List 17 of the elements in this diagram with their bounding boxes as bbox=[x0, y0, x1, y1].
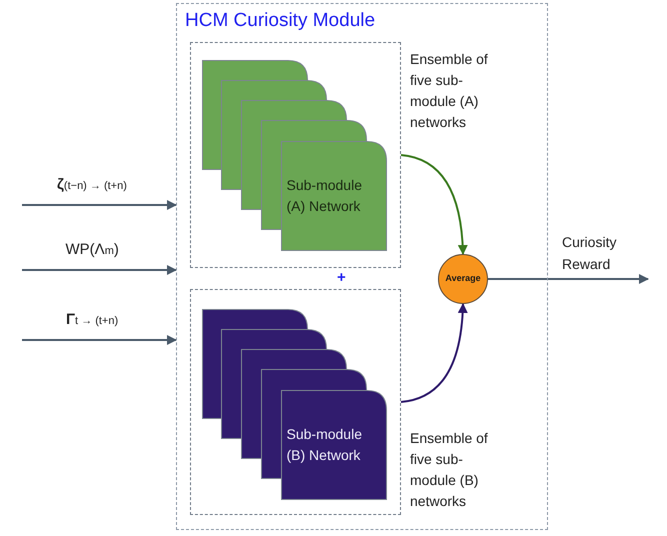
arrow bbox=[488, 274, 649, 284]
node-label: Average bbox=[444, 273, 482, 283]
module-frame bbox=[176, 3, 548, 530]
arrow bbox=[22, 335, 177, 345]
arrow bbox=[400, 154, 468, 255]
ensemble-caption: Ensemble of five sub-module (B) networks bbox=[410, 429, 489, 511]
node-label: Sub-module (B) Network bbox=[286, 424, 363, 465]
arrow bbox=[22, 200, 177, 210]
plus-sign: + bbox=[337, 268, 346, 288]
ensemble-caption: Ensemble of five sub-module (A) networks bbox=[410, 50, 489, 132]
arrow bbox=[400, 303, 468, 403]
node-label: Sub-module (A) Network bbox=[286, 176, 363, 216]
network-card bbox=[280, 390, 386, 500]
arrow bbox=[22, 265, 177, 275]
module-title: HCM Curiosity Module bbox=[185, 10, 376, 32]
average-circle bbox=[438, 254, 488, 304]
network-card bbox=[280, 140, 386, 250]
